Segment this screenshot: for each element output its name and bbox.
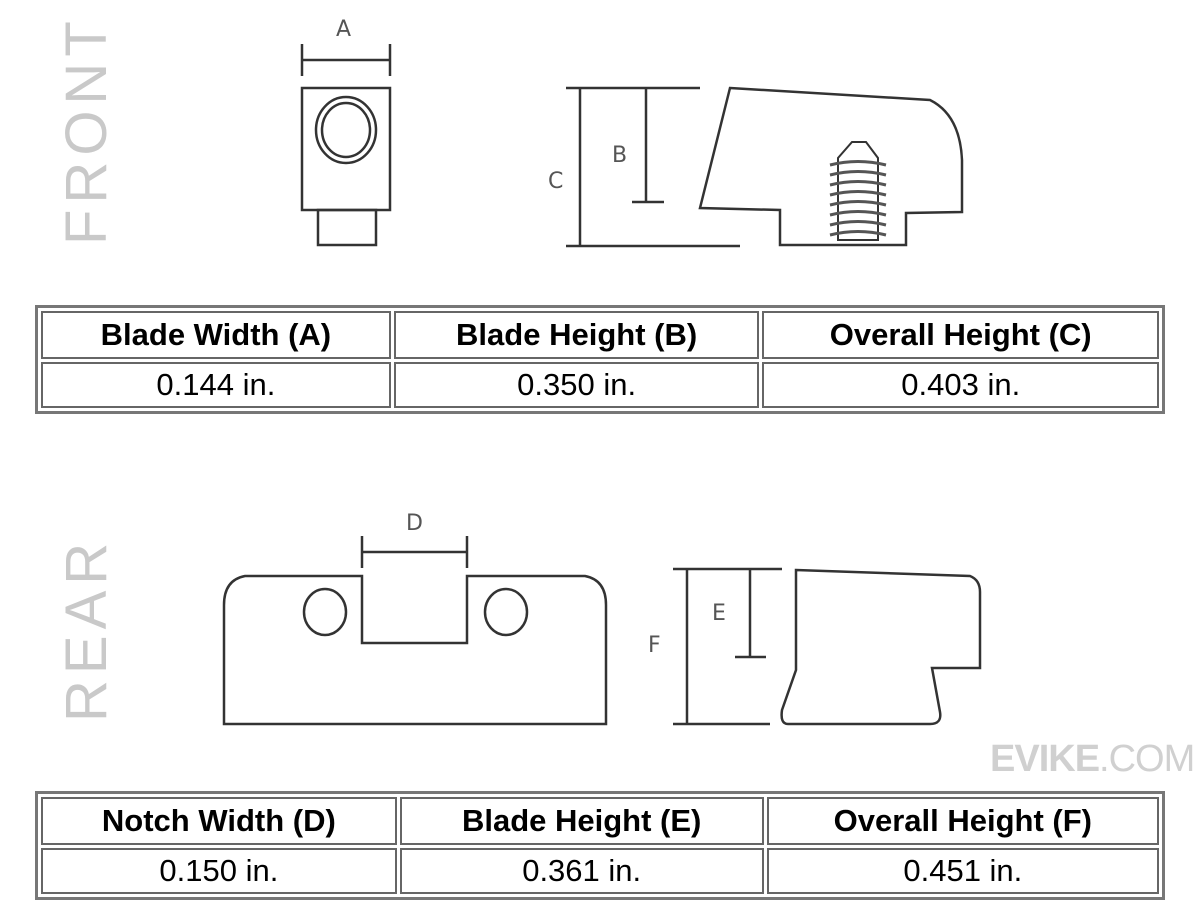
dim-label-e: E	[712, 601, 726, 626]
value-overall-height: 0.451 in.	[766, 848, 1159, 894]
evike-watermark: EVIKE.COM	[990, 738, 1195, 781]
watermark-brand: EVIKE	[990, 738, 1100, 780]
table-row: 0.144 in. 0.350 in. 0.403 in.	[41, 362, 1159, 408]
table-row: 0.150 in. 0.361 in. 0.451 in.	[41, 848, 1159, 894]
header-blade-width: Blade Width (A)	[41, 311, 391, 359]
header-blade-height: Blade Height (E)	[399, 797, 764, 845]
value-blade-height: 0.350 in.	[393, 362, 760, 408]
front-side-label: FRONT	[54, 15, 119, 245]
front-sight-front-view: A	[300, 17, 392, 247]
dim-label-b: B	[612, 143, 627, 168]
table-header-row: Notch Width (D) Blade Height (E) Overall…	[41, 797, 1159, 845]
dim-label-d: D	[406, 511, 423, 536]
rear-sight-front-view: D	[222, 511, 608, 726]
value-blade-height: 0.361 in.	[399, 848, 764, 894]
dim-label-f: F	[648, 633, 661, 658]
front-sight-side-view: C B	[548, 86, 964, 248]
rear-side-label: REAR	[54, 537, 119, 722]
header-overall-height: Overall Height (F)	[766, 797, 1159, 845]
table-header-row: Blade Width (A) Blade Height (B) Overall…	[41, 311, 1159, 359]
value-blade-width: 0.144 in.	[41, 362, 391, 408]
header-notch-width: Notch Width (D)	[41, 797, 397, 845]
dim-label-c: C	[548, 169, 563, 194]
header-overall-height: Overall Height (C)	[762, 311, 1159, 359]
dim-label-a: A	[336, 17, 351, 42]
value-overall-height: 0.403 in.	[762, 362, 1159, 408]
watermark-suffix: .COM	[1099, 738, 1195, 780]
rear-sight-side-view: F E	[648, 567, 982, 726]
front-sight-spec-table: Blade Width (A) Blade Height (B) Overall…	[35, 305, 1165, 414]
value-notch-width: 0.150 in.	[41, 848, 397, 894]
header-blade-height: Blade Height (B)	[393, 311, 760, 359]
rear-sight-spec-table: Notch Width (D) Blade Height (E) Overall…	[35, 791, 1165, 900]
